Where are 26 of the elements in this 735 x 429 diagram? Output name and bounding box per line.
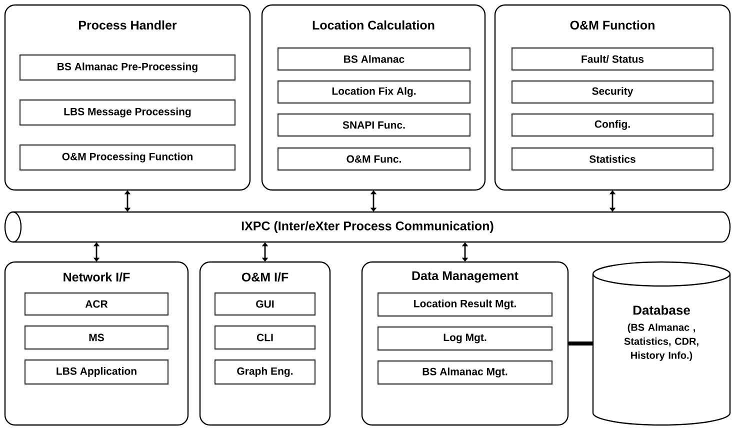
function-box: CLI xyxy=(214,326,316,350)
function-box: O&M Processing Function xyxy=(20,144,236,170)
function-box: LBS Message Processing xyxy=(20,100,236,126)
function-box: Graph Eng. xyxy=(214,360,316,384)
function-box: O&M Func. xyxy=(278,148,470,170)
database-cylinder: Database (BS Almanac , Statistics, CDR, History Info.) xyxy=(592,261,731,426)
function-box: MS xyxy=(24,326,168,350)
function-box: SNAPI Func. xyxy=(278,114,470,136)
function-box: Security xyxy=(512,80,714,104)
node-label: IXPC (Inter/eXter Process Communication) xyxy=(242,221,494,233)
function-box: ACR xyxy=(24,292,168,316)
function-box: Location Result Mgt. xyxy=(378,292,552,316)
node-label: Database xyxy=(633,305,690,315)
function-box: Location Fix Alg. xyxy=(278,80,470,104)
function-box: Fault/ Status xyxy=(512,48,714,70)
communication-pipe: IXPC (Inter/eXter Process Communication) xyxy=(4,211,731,243)
function-box: LBS Application xyxy=(24,360,168,384)
function-box: Log Mgt. xyxy=(378,326,552,350)
function-box: GUI xyxy=(214,292,316,316)
connector-line xyxy=(568,342,593,346)
function-box: BS Almanac Pre-Processing xyxy=(20,54,236,80)
function-box: BS Almanac xyxy=(278,48,470,70)
node-label: (BS Almanac , Statistics, CDR, History Info.) xyxy=(624,324,698,361)
function-box: BS Almanac Mgt. xyxy=(378,360,552,384)
function-box: Config. xyxy=(512,114,714,136)
function-box: Statistics xyxy=(512,148,714,170)
